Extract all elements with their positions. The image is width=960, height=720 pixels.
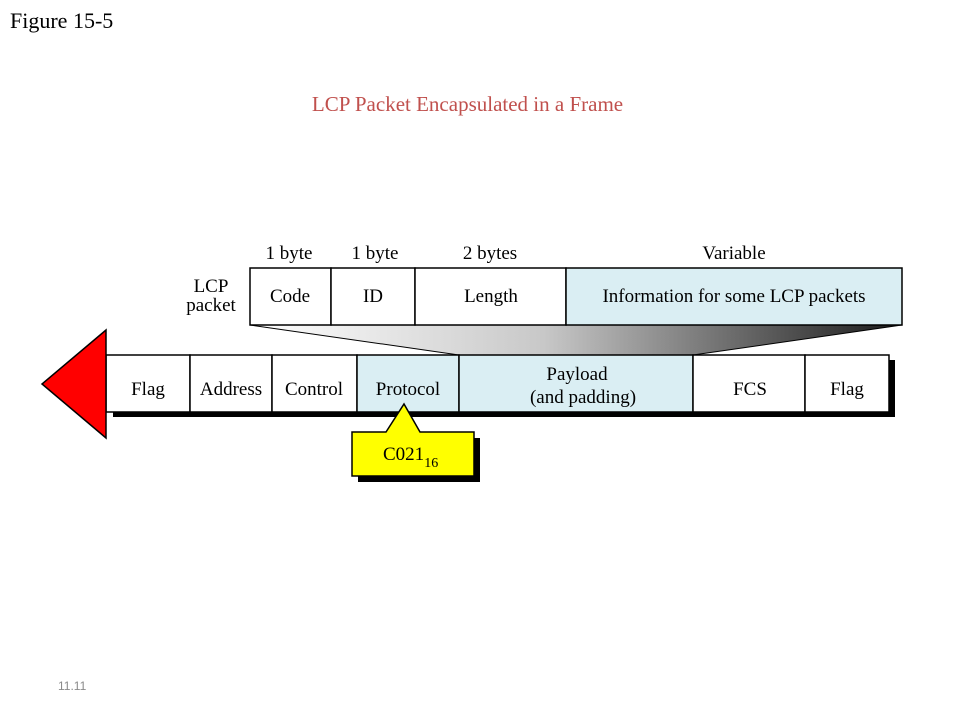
- lcp-field-length: Length: [464, 286, 518, 307]
- frame-cell-flag-end: [804, 354, 890, 413]
- ppp-frame: Flag Address Control Protocol Payload (a…: [105, 354, 890, 413]
- slide-number: 11.11: [58, 679, 87, 693]
- lcp-packet-label-line2: packet: [186, 295, 236, 316]
- lcp-cell-code: [249, 267, 332, 326]
- frame-cell-fcs: [692, 354, 806, 413]
- size-label-code: 1 byte: [266, 243, 313, 264]
- frame-field-flag-end: Flag: [830, 379, 864, 400]
- callout-box: [351, 402, 475, 477]
- frame-field-fcs: FCS: [733, 379, 767, 400]
- encapsulation-funnel: [249, 324, 903, 356]
- slide-title: LCP Packet Encapsulated in a Frame: [311, 92, 624, 116]
- size-label-id: 1 byte: [352, 243, 399, 264]
- lcp-field-information: Information for some LCP packets: [602, 286, 865, 307]
- callout-subscript: 16: [424, 456, 438, 471]
- lcp-cell-information: [565, 267, 903, 326]
- lcp-packet-label-line1: LCP: [194, 276, 229, 297]
- frame-field-control: Control: [285, 379, 343, 400]
- size-label-length: 2 bytes: [463, 243, 517, 264]
- size-label-information: Variable: [702, 243, 765, 264]
- frame-field-payload-line2: (and padding): [530, 387, 636, 408]
- frame-cell-payload: [458, 354, 694, 413]
- figure-label: Figure 15-5: [10, 8, 114, 33]
- frame-cell-flag-start: [105, 354, 191, 413]
- frame-cell-address: [189, 354, 273, 413]
- direction-arrow-icon: [40, 328, 107, 440]
- frame-field-payload-line1: Payload: [546, 364, 608, 385]
- protocol-callout: C02116: [351, 402, 480, 482]
- frame-cell-protocol: [356, 354, 460, 413]
- lcp-packet: Code ID Length Information for some LCP …: [249, 267, 903, 326]
- frame-field-protocol: Protocol: [376, 379, 440, 400]
- lcp-field-id: ID: [363, 286, 383, 307]
- callout-value: C02116: [383, 444, 438, 471]
- frame-field-address: Address: [200, 379, 262, 400]
- frame-field-flag-start: Flag: [131, 379, 165, 400]
- lcp-field-code: Code: [270, 286, 310, 307]
- frame-cell-control: [271, 354, 358, 413]
